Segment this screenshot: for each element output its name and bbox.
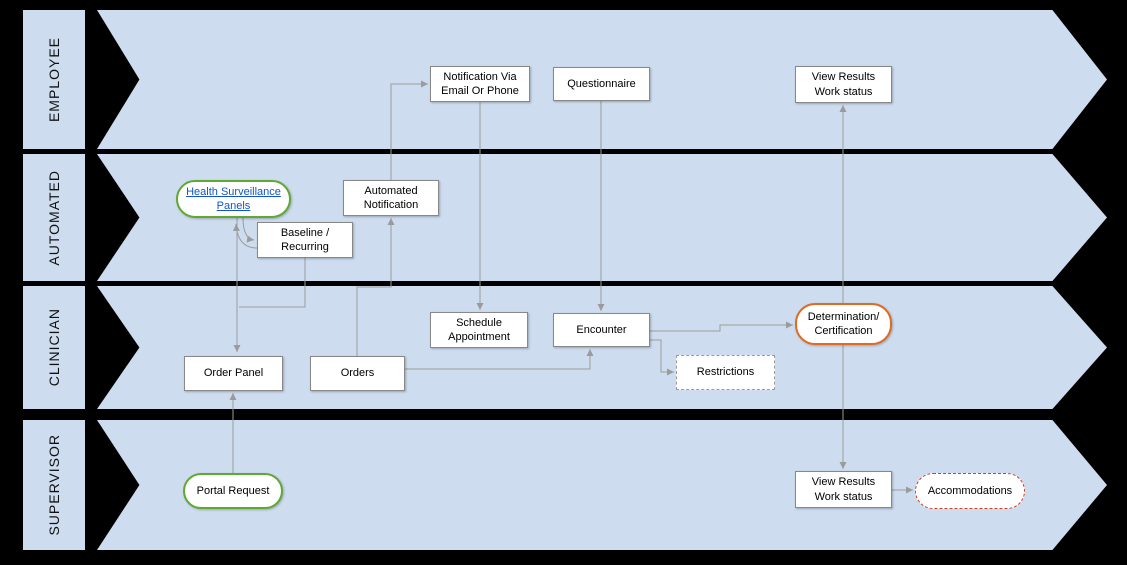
lane-label-employee: EMPLOYEE [23, 10, 85, 149]
node-label: Determination/ Certification [807, 310, 880, 337]
node-label: Schedule Appointment [448, 316, 510, 343]
node-label: Questionnaire [567, 77, 636, 90]
node-baseline-recurring: Baseline / Recurring [257, 222, 353, 258]
node-schedule-appointment: Schedule Appointment [430, 312, 528, 348]
health-surveillance-panels-link[interactable]: Health Surveillance Panels [186, 185, 281, 212]
lane-label-clinician: CLINICIAN [23, 286, 85, 409]
node-accommodations: Accommodations [915, 473, 1025, 509]
node-label: View Results Work status [811, 476, 876, 503]
node-label: Portal Request [196, 484, 270, 497]
node-encounter: Encounter [553, 313, 650, 347]
lane-label-supervisor: SUPERVISOR [23, 420, 85, 550]
node-view-results-supervisor: View Results Work status [795, 471, 892, 508]
node-orders: Orders [310, 356, 405, 391]
node-label: Orders [340, 367, 375, 380]
node-notification-via-email-or-phone: Notification Via Email Or Phone [430, 66, 530, 102]
node-label: Accommodations [927, 484, 1013, 497]
node-order-panel: Order Panel [184, 356, 283, 391]
lane-label-automated: AUTOMATED [23, 154, 85, 281]
node-portal-request: Portal Request [183, 473, 283, 509]
node-label: Automated Notification [363, 184, 419, 211]
connector-encounter-to-restrictions [650, 339, 674, 376]
node-label: Restrictions [696, 366, 755, 379]
node-restrictions: Restrictions [676, 355, 775, 390]
connector-baseline-merge [239, 258, 306, 308]
node-label: Baseline / Recurring [280, 226, 330, 253]
connector-orders-to-automated [356, 218, 395, 356]
node-view-results-employee: View Results Work status [795, 66, 892, 103]
node-label: View Results Work status [811, 71, 876, 98]
connector-automated-to-notification [390, 80, 428, 180]
node-automated-notification: Automated Notification [343, 180, 439, 216]
node-health-surveillance-panels[interactable]: Health Surveillance Panels [176, 180, 291, 218]
node-label: Order Panel [203, 367, 264, 380]
node-label: Encounter [576, 323, 627, 336]
connector-baseline-to-hsp [232, 223, 258, 249]
connector-orders-to-encounter [405, 349, 594, 370]
node-determination-certification: Determination/ Certification [795, 303, 892, 345]
node-label: Notification Via Email Or Phone [441, 70, 519, 97]
node-questionnaire: Questionnaire [553, 67, 650, 101]
connector-encounter-to-determination [650, 321, 793, 332]
connector-hsp-to-baseline [242, 217, 255, 243]
